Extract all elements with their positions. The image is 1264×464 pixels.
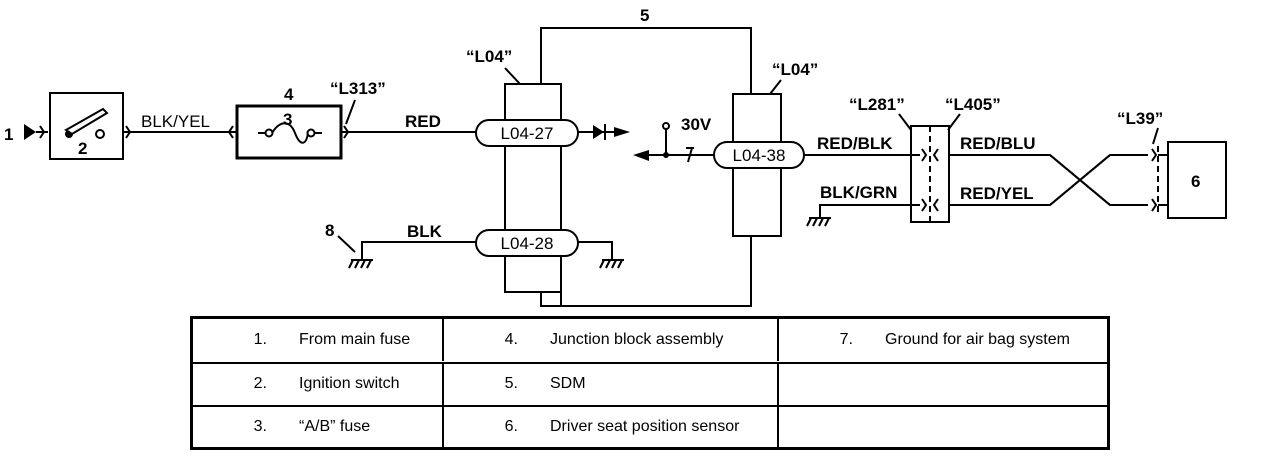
legend-text: “A/B” fuse: [299, 418, 371, 435]
wire-label: RED/YEL: [960, 184, 1034, 203]
callout-6: 6: [1191, 172, 1200, 191]
switch-lever-icon: [64, 107, 109, 136]
terminal-label: L04-28: [501, 234, 554, 253]
terminal-label: L04-38: [733, 146, 786, 165]
wire-label: RED/BLU: [960, 134, 1036, 153]
legend-row: 3. “A/B” fuse 6. Driver seat position se…: [193, 406, 1107, 448]
legend-number: 6.: [504, 418, 518, 435]
legend-row: 1. From main fuse 4. Junction block asse…: [193, 319, 1107, 361]
connector-mark: [39, 125, 46, 139]
legend-cell: 5. SDM: [444, 363, 779, 405]
connector-label: “L281”: [849, 95, 905, 114]
callout-1: 1: [4, 125, 13, 144]
callout-5: 5: [640, 6, 649, 25]
voltage-label: 30V: [681, 115, 712, 134]
legend-table: 1. From main fuse 4. Junction block asse…: [190, 316, 1110, 450]
arrow-icon: [24, 124, 36, 140]
terminal-label: L04-27: [501, 124, 554, 143]
legend-text: Junction block assembly: [550, 331, 724, 348]
legend-cell: [779, 363, 1107, 405]
legend-cell: [779, 406, 1107, 448]
arrow-icon: [614, 127, 630, 137]
connector-label: “L04”: [466, 47, 512, 66]
junction-connector-left: [504, 83, 562, 293]
wire-label: BLK/GRN: [820, 183, 897, 202]
legend-number: 4.: [504, 331, 518, 348]
legend-text: From main fuse: [299, 331, 411, 348]
connector-label: “L39”: [1117, 109, 1163, 128]
callout-8: 8: [325, 221, 334, 240]
sensor-switch-icon: [687, 147, 693, 163]
arrow-icon: [633, 150, 649, 161]
ignition-switch-box: [49, 92, 124, 160]
wire-label: RED/BLK: [817, 134, 893, 153]
driver-seat-position-sensor-box: [1167, 141, 1227, 219]
legend-number: 5.: [504, 375, 518, 392]
legend-number: 1.: [253, 331, 267, 348]
legend-number: 7.: [839, 331, 853, 348]
switch-contact: [95, 129, 105, 139]
wire-label: BLK/YEL: [141, 112, 210, 131]
legend-cell: 2. Ignition switch: [193, 363, 444, 405]
legend-text: Ignition switch: [299, 375, 400, 392]
legend-text: Driver seat position sensor: [550, 418, 740, 435]
diode-icon: [593, 125, 604, 139]
wire-label: RED: [405, 112, 441, 131]
wire-label: BLK: [407, 222, 443, 241]
legend-text: Ground for air bag system: [885, 331, 1070, 348]
callout-3: 3: [283, 110, 292, 129]
legend-number: 2.: [253, 375, 267, 392]
legend-number: 3.: [253, 418, 267, 435]
legend-cell: 3. “A/B” fuse: [193, 406, 444, 448]
legend-cell: 4. Junction block assembly: [444, 319, 779, 361]
legend-cell: 7. Ground for air bag system: [779, 319, 1107, 361]
legend-text: SDM: [550, 375, 586, 392]
connector-label: “L405”: [945, 95, 1001, 114]
connector-label: “L313”: [330, 79, 386, 98]
callout-4: 4: [284, 85, 294, 104]
callout-2: 2: [78, 139, 87, 158]
legend-cell: 1. From main fuse: [193, 319, 444, 361]
fuse-icon: [271, 122, 309, 144]
legend-cell: 6. Driver seat position sensor: [444, 406, 779, 448]
legend-row: 2. Ignition switch 5. SDM: [193, 363, 1107, 405]
connector-label: “L04”: [772, 60, 818, 79]
